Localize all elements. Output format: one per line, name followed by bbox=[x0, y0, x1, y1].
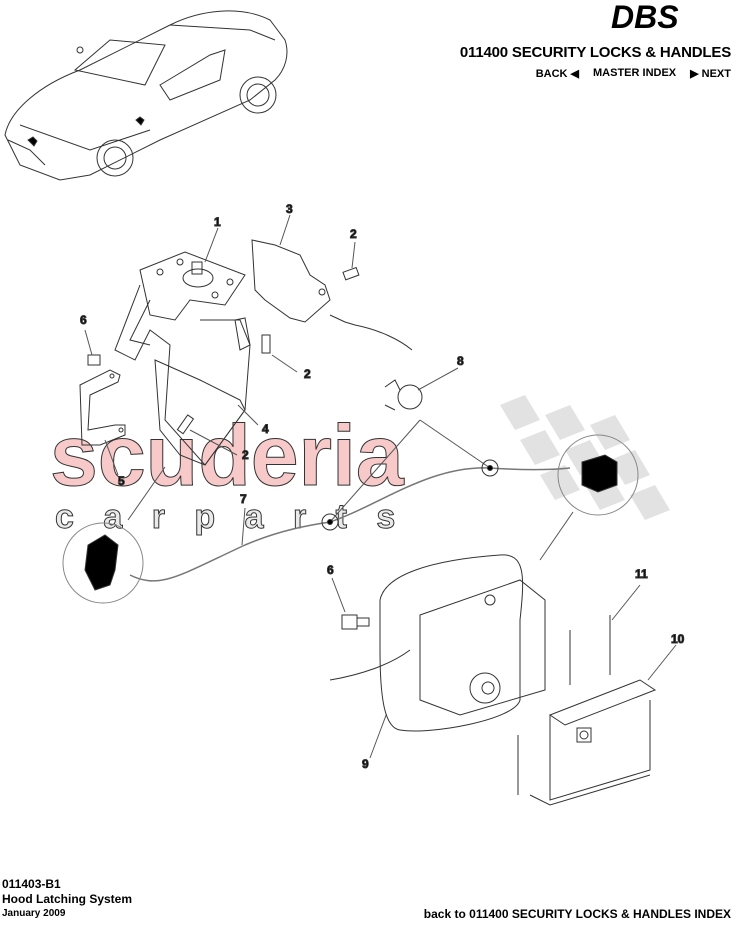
car-side-window bbox=[160, 50, 225, 100]
exploded-parts-diagram: scuderia c a r p a r t s bbox=[50, 202, 685, 865]
car-rear-rim bbox=[247, 84, 269, 106]
master-index-link[interactable]: MASTER INDEX bbox=[593, 67, 677, 79]
diagram-info: 011403-B1 Hood Latching System January 2… bbox=[2, 877, 132, 921]
part-1-latch-bracket bbox=[115, 252, 250, 465]
dbs-logo-text: DBS bbox=[611, 0, 679, 34]
cable-clip-point-2 bbox=[482, 460, 498, 476]
leader-lines bbox=[85, 215, 676, 758]
detail-circle-handle bbox=[558, 435, 638, 515]
part-2-bolts bbox=[177, 268, 359, 434]
cable-clip-point-1 bbox=[322, 514, 338, 530]
car-roof-line bbox=[170, 25, 275, 40]
watermark-sub: c a r p a r t s bbox=[55, 498, 405, 536]
callout-6-a: 6 bbox=[80, 313, 87, 327]
car-front-wheel bbox=[97, 140, 133, 176]
part-10-bracket bbox=[530, 680, 655, 805]
checkered-flag-watermark bbox=[500, 395, 670, 520]
dbs-logo: DBS bbox=[611, 0, 679, 34]
callout-3: 3 bbox=[286, 202, 293, 216]
diagram-date: January 2009 bbox=[2, 908, 66, 919]
part-6-screw-upper bbox=[88, 355, 100, 365]
callout-1: 1 bbox=[214, 215, 221, 229]
callout-9: 9 bbox=[362, 757, 369, 771]
part-9-release-handle bbox=[330, 555, 545, 731]
back-to-index-link[interactable]: back to 011400 SECURITY LOCKS & HANDLES … bbox=[423, 907, 731, 921]
car-grille bbox=[8, 140, 45, 165]
callout-11: 11 bbox=[635, 567, 648, 581]
car-rear-wheel bbox=[240, 77, 276, 113]
car-front-rim bbox=[104, 147, 126, 169]
callout-8: 8 bbox=[457, 354, 464, 368]
back-link[interactable]: BACK ◀ bbox=[535, 68, 580, 80]
diagram-code: 011403-B1 bbox=[2, 877, 61, 891]
callout-2-a: 2 bbox=[350, 227, 357, 241]
latch-silhouette bbox=[85, 535, 118, 590]
part-5-striker bbox=[80, 370, 125, 445]
car-overview-illustration bbox=[0, 0, 300, 200]
callout-2-c: 2 bbox=[242, 448, 249, 462]
callout-10: 10 bbox=[671, 632, 685, 646]
car-hood-line bbox=[20, 125, 150, 150]
part-3-hood-latch bbox=[252, 240, 412, 350]
callout-4: 4 bbox=[262, 422, 269, 436]
detail-circle-latch bbox=[63, 523, 143, 603]
car-body-outline bbox=[5, 11, 287, 180]
part-8-clip bbox=[385, 380, 422, 410]
car-windshield bbox=[75, 40, 165, 85]
part-6-screw-lower bbox=[342, 615, 357, 629]
watermark-main: scuderia bbox=[50, 408, 405, 504]
diagram-title: Hood Latching System bbox=[2, 892, 133, 906]
page-navigation: BACK ◀ MASTER INDEX ▶ NEXT bbox=[536, 67, 731, 80]
hood-release-location-marker bbox=[136, 117, 144, 125]
section-title: 011400 SECURITY LOCKS & HANDLES bbox=[459, 44, 731, 61]
part-4-support-bracket bbox=[155, 318, 250, 465]
car-mirror bbox=[77, 47, 83, 53]
next-link[interactable]: ▶ NEXT bbox=[690, 68, 731, 80]
hood-latch-location-marker bbox=[28, 137, 37, 146]
callout-6-b: 6 bbox=[327, 563, 334, 577]
callout-2-b: 2 bbox=[304, 367, 311, 381]
callout-7: 7 bbox=[240, 492, 247, 506]
callout-5: 5 bbox=[118, 474, 125, 488]
handle-silhouette bbox=[582, 455, 617, 492]
part-11-rivets bbox=[518, 615, 610, 795]
